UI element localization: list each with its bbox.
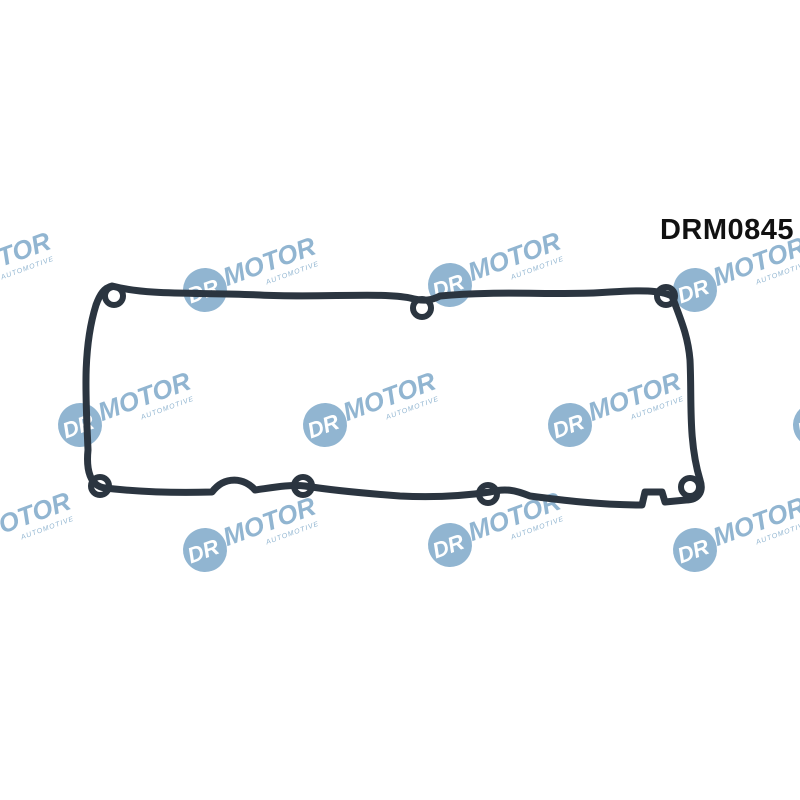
watermark-layer: DRMOTORAUTOMOTIVEDRMOTORAUTOMOTIVEDRMOTO… (0, 226, 800, 572)
bolt-eye (654, 284, 678, 308)
bolt-eye (88, 474, 112, 498)
bolt-eye (410, 296, 434, 320)
bolt-eye (102, 284, 126, 308)
bolt-eye (678, 475, 702, 499)
valve-cover-gasket (82, 282, 705, 509)
bolt-eye (291, 474, 315, 498)
part-number: DRM0845 (659, 214, 794, 246)
bolt-eye (476, 482, 500, 506)
svg-text:MOTOR: MOTOR (0, 486, 75, 547)
svg-text:MOTOR: MOTOR (709, 491, 800, 552)
svg-text:DR: DR (794, 409, 800, 443)
